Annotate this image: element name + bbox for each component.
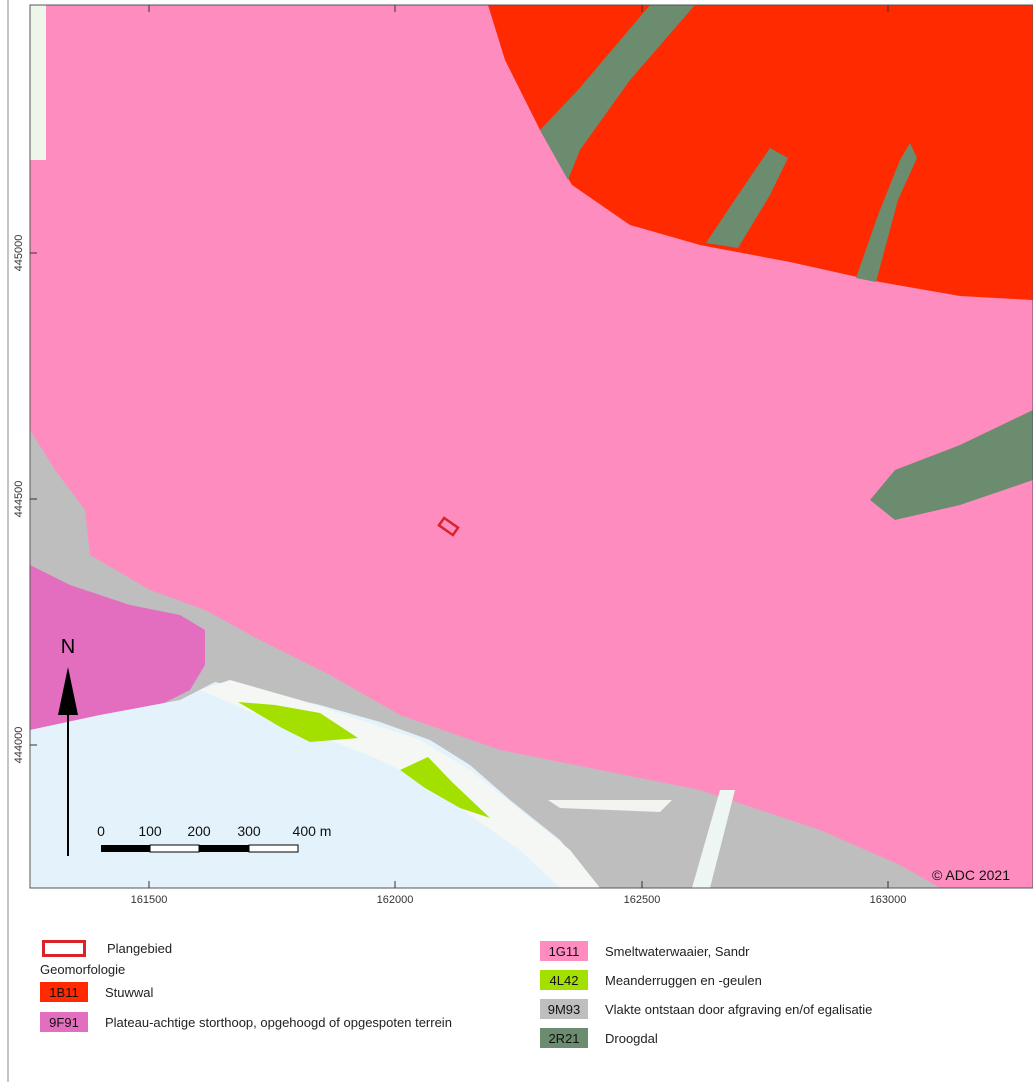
legend-label: Meanderruggen en -geulen [605,972,762,988]
map-edge-strip [30,5,46,160]
legend-swatch: 1B11 [40,982,88,1002]
x-tick-label: 161500 [131,894,168,906]
zone-droogdal [540,5,695,180]
legend-item-droogdal: 2R21 Droogdal [540,1028,658,1048]
legend-heading: Geomorfologie [40,962,126,977]
legend-item-meander: 4L42 Meanderruggen en -geulen [540,970,762,990]
map-canvas: N 0 100 200 300 400 m © ADC 2021 [30,5,1033,888]
legend-label: Smeltwaterwaaier, Sandr [605,943,750,959]
zone-droogdal [706,148,788,248]
north-arrow-head [58,667,78,715]
plangebied-swatch [42,940,86,957]
road-segment [548,800,672,812]
y-tick-label: 444000 [13,727,25,764]
scale-label: 100 [138,823,162,839]
legend-label: Stuwwal [105,984,154,1000]
scale-bar: 0 100 200 300 400 m [97,823,332,853]
zone-meander [400,757,490,818]
legend-swatch: 1G11 [540,941,588,961]
legend-swatch: 9F91 [40,1012,88,1032]
scale-label: 0 [97,823,105,839]
legend-swatch: 4L42 [540,970,588,990]
legend-item-vlakte: 9M93 Vlakte ontstaan door afgraving en/o… [540,999,872,1019]
legend-plangebied: Plangebied [42,940,172,957]
zone-water [30,682,600,888]
zone-droogdal [870,410,1033,520]
legend-swatch: 2R21 [540,1028,588,1048]
scale-label: 300 [237,823,261,839]
road-band [200,680,600,888]
legend-label: Vlakte ontstaan door afgraving en/of ega… [605,1001,873,1017]
plangebied-marker [437,516,460,537]
legend-item-stuwwal: 1B11 Stuwwal [40,982,153,1002]
x-tick-label: 163000 [870,894,907,906]
scale-label: 200 [187,823,211,839]
scale-label: 400 m [293,823,332,839]
map-border [29,4,1033,889]
legend-label: Droogdal [605,1030,658,1046]
north-label: N [61,636,75,658]
x-tick-label: 162000 [377,894,414,906]
zone-droogdal [856,143,917,282]
road-segment [692,790,735,888]
zone-meander [238,702,358,742]
y-axis: 445000 444500 444000 [13,235,37,764]
legend-label: Plateau-achtige storthoop, opgehoogd of … [105,1014,452,1030]
legend-item-smeltwater: 1G11 Smeltwaterwaaier, Sandr [540,941,750,961]
legend-label: Plangebied [107,941,173,956]
x-tick-label: 162500 [624,894,661,906]
legend-item-plateau: 9F91 Plateau-achtige storthoop, opgehoog… [40,1012,452,1032]
y-tick-label: 444500 [13,481,25,518]
zone-plateau [30,565,205,730]
y-tick-label: 445000 [13,235,25,272]
copyright-text: © ADC 2021 [932,867,1010,883]
x-axis: 161500 162000 162500 163000 [131,5,907,906]
legend-swatch: 9M93 [540,999,588,1019]
